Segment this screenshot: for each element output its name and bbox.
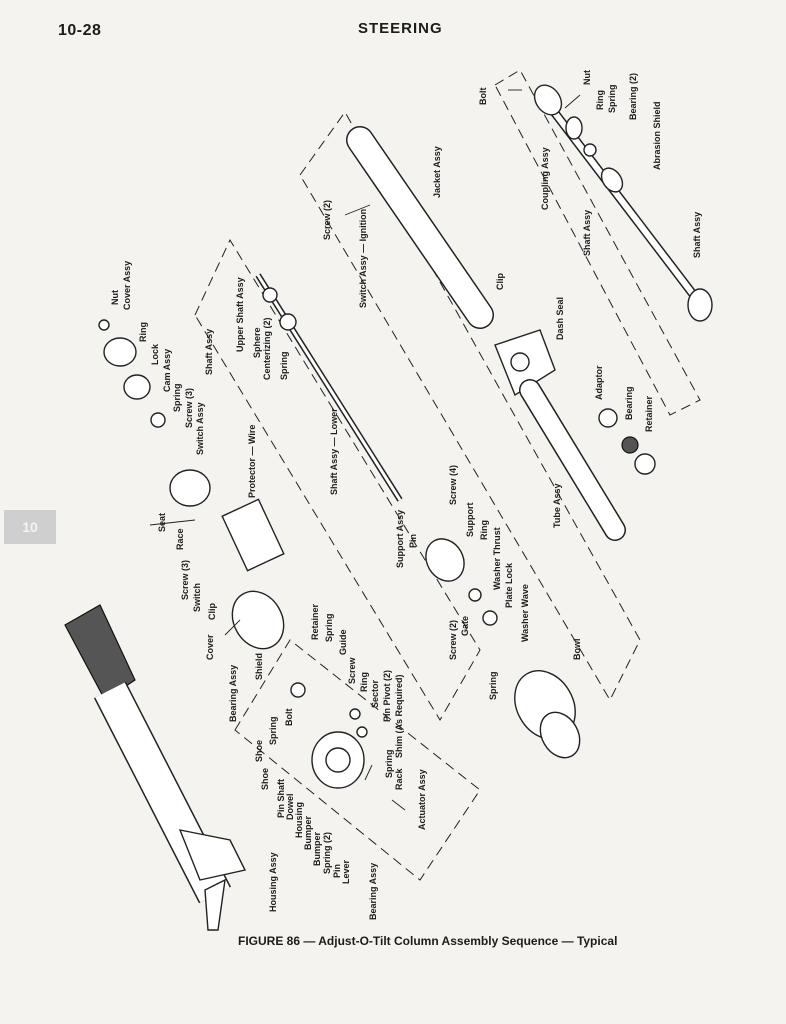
- leader-lines: [149, 89, 581, 811]
- label-washer-wave: Washer Wave: [520, 584, 530, 642]
- group-box-top: [494, 69, 701, 416]
- label-shaft-assy-upper: Upper Shaft Assy: [235, 277, 245, 352]
- label-clip-mid: Clip: [495, 272, 505, 290]
- cover-stack: [98, 319, 306, 698]
- label-spring-top: Spring: [607, 85, 617, 114]
- label-plate-lock: Plate Lock: [504, 562, 514, 608]
- housing-assembly: [311, 708, 368, 789]
- label-shield: Shield: [254, 653, 264, 680]
- label-ring-left: Ring: [138, 322, 148, 342]
- label-guide: Guide: [338, 629, 348, 655]
- support-and-bowl: [425, 538, 581, 759]
- label-switch-ignition: Switch Assy — Ignition: [358, 209, 368, 308]
- label-shaft-assy-lower: Shaft Assy — Lower: [329, 408, 339, 495]
- label-shaft-assy-top2: Shaft Assy: [692, 212, 702, 258]
- label-switch-assy-left: Switch Assy: [195, 402, 205, 455]
- group-box-upper-shaft: [194, 238, 481, 721]
- label-bumper1: Bumper: [303, 815, 313, 850]
- assembled-column: [64, 604, 247, 931]
- label-spring-rack: Spring: [384, 750, 394, 779]
- label-shim: Shim (As Required): [394, 674, 404, 758]
- label-pin-lower: Pin: [332, 864, 342, 878]
- label-shoe1: Shoe: [254, 740, 264, 762]
- label-dash-seal: Dash Seal: [555, 297, 565, 340]
- label-spring-shoe: Spring: [268, 717, 278, 746]
- label-spring2: Spring (2): [322, 832, 332, 874]
- group-box-jacket: [299, 111, 641, 702]
- label-sphere: Sphere: [252, 327, 262, 358]
- label-nut-top: Nut: [582, 70, 592, 85]
- label-sector: Sector: [370, 679, 380, 708]
- label-bearing2-top: Bearing (2): [628, 73, 638, 120]
- label-spring-lower: Spring: [324, 614, 334, 643]
- label-screw4: Screw (4): [448, 465, 458, 505]
- label-centerizing: Centerizing (2): [262, 317, 272, 380]
- label-cover-assy-left: Cover Assy: [122, 261, 132, 310]
- jacket-assembly: [346, 126, 556, 397]
- label-bearing-assy-bottom: Bearing Assy: [368, 863, 378, 920]
- label-cam-assy: Cam Assy: [162, 349, 172, 392]
- label-pin-pivot: Pin Pivot (2): [382, 670, 392, 722]
- label-screw3-switch: Screw (3): [180, 560, 190, 600]
- label-screw-lower: Screw: [347, 656, 357, 684]
- label-bolt-lower: Bolt: [284, 709, 294, 727]
- label-shaft-assy-side: Shaft Assy: [204, 329, 214, 375]
- label-shaft-assy-top1: Shaft Assy: [582, 210, 592, 256]
- label-support: Support: [465, 503, 475, 538]
- label-seat: Seat: [157, 513, 167, 532]
- page-number: 10-28: [58, 22, 102, 39]
- label-nut-left: Nut: [110, 290, 120, 305]
- section-tab-mark: 10: [4, 510, 56, 544]
- label-cover: Cover: [205, 634, 215, 660]
- label-bearing-mid: Bearing: [624, 386, 634, 420]
- label-bolt: Bolt: [478, 88, 488, 106]
- label-retainer-lower: Retainer: [310, 603, 320, 640]
- label-support-assy: Support Assy: [395, 510, 405, 568]
- label-screw2-top: Screw (2): [322, 200, 332, 240]
- label-lock: Lock: [150, 343, 160, 365]
- label-ring-lower: Ring: [359, 672, 369, 692]
- label-protector-wire: Protector — Wire: [247, 425, 257, 498]
- label-bumper2: Bumper: [312, 831, 322, 866]
- section-title: STEERING: [358, 20, 443, 37]
- figure-caption: FIGURE 86 — Adjust-O-Tilt Column Assembl…: [238, 934, 618, 948]
- label-abrasion-shield: Abrasion Shield: [652, 101, 662, 170]
- label-actuator-assy: Actuator Assy: [417, 769, 427, 830]
- label-lever: Lever: [341, 859, 351, 884]
- label-shoe2: Shoe: [260, 768, 270, 790]
- label-pin-shaft: Pin Shaft: [276, 779, 286, 818]
- label-screw3-left: Screw (3): [184, 388, 194, 428]
- label-ring-support: Ring: [479, 520, 489, 540]
- label-dowel: Dowel: [285, 793, 295, 820]
- label-jacket-assy: Jacket Assy: [432, 146, 442, 198]
- label-screw2-gate: Screw (2): [448, 620, 458, 660]
- top-shaft-assembly: [533, 84, 713, 322]
- label-rack: Rack: [394, 767, 404, 790]
- label-retainer-mid: Retainer: [644, 395, 654, 432]
- label-pin: Pin: [408, 534, 418, 548]
- label-housing: Housing: [294, 802, 304, 838]
- upper-shaft-assembly: [255, 273, 403, 502]
- label-spring-left: Spring: [172, 384, 182, 413]
- label-tube-assy: Tube Assy: [552, 483, 562, 528]
- label-adaptor: Adaptor: [594, 365, 604, 400]
- label-clip-left: Clip: [207, 602, 217, 620]
- label-housing-assy: Housing Assy: [268, 852, 278, 912]
- label-coupling-assy: Coupling Assy: [540, 147, 550, 210]
- label-gate: Gate: [460, 616, 470, 636]
- label-washer-thrust: Washer Thrust: [492, 527, 502, 590]
- label-bowl: Bowl: [572, 639, 582, 661]
- label-ring-top: Ring: [595, 90, 605, 110]
- tube-assembly: [519, 379, 656, 541]
- group-box-housing: [234, 639, 481, 881]
- label-spring-upper: Spring: [279, 352, 289, 381]
- label-spring-bowl: Spring: [488, 672, 498, 701]
- label-race: Race: [175, 528, 185, 550]
- label-bearing-assy-lower: Bearing Assy: [228, 665, 238, 722]
- label-switch: Switch: [192, 583, 202, 612]
